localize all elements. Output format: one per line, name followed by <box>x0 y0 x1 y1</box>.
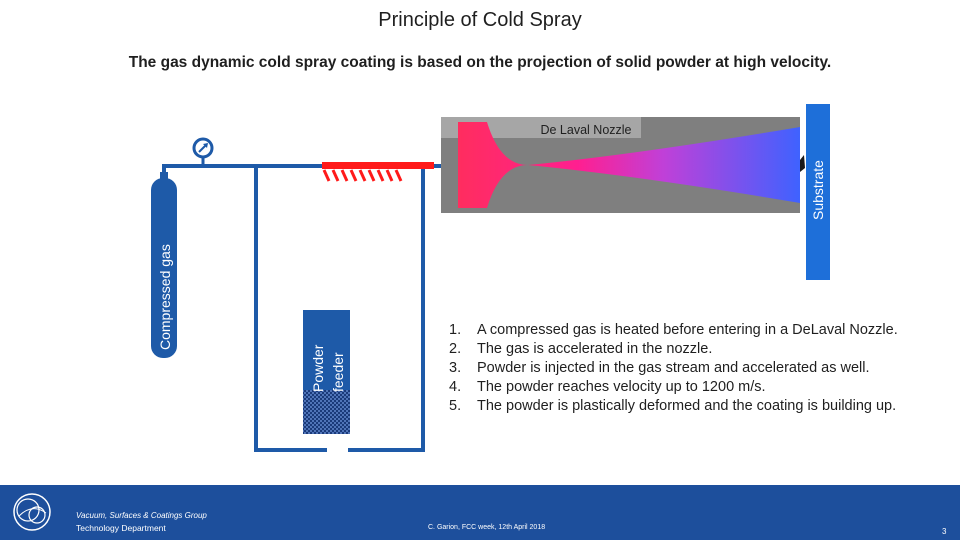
footer-department: Technology Department <box>76 523 166 533</box>
pressure-gauge-icon <box>192 137 214 159</box>
step-item: 1. A compressed gas is heated before ente… <box>449 321 919 340</box>
step-number: 5. <box>449 398 462 414</box>
gas-stream <box>458 122 800 208</box>
gas-pipe <box>162 164 441 452</box>
gas-cylinder <box>151 172 177 358</box>
cold-spray-diagram: De Laval Nozzle Substrate <box>151 104 830 452</box>
coating-deposit <box>800 155 805 172</box>
powder-feeder-label-line1: Powder <box>310 344 326 392</box>
step-text: Powder is injected in the gas stream and… <box>477 360 870 376</box>
nozzle-label: De Laval Nozzle <box>540 123 631 137</box>
substrate <box>806 104 830 280</box>
nozzle-label-band <box>441 117 641 138</box>
page-number: 3 <box>942 527 947 536</box>
heater <box>322 162 434 169</box>
step-number: 1. <box>449 322 462 338</box>
step-number: 2. <box>449 341 462 357</box>
slide-subtitle: The gas dynamic cold spray coating is ba… <box>128 54 832 71</box>
step-item: 4. The powder reaches velocity up to 1200… <box>449 378 919 397</box>
footer-author: C. Garion, FCC week, 12th April 2018 <box>428 524 546 531</box>
step-item: 3. Powder is injected in the gas stream a… <box>449 359 919 378</box>
gas-cylinder-label: Compressed gas <box>157 244 173 350</box>
step-number: 4. <box>449 379 462 395</box>
step-text: The powder reaches velocity up to 1200 m… <box>477 379 766 395</box>
step-text: The gas is accelerated in the nozzle. <box>477 341 713 357</box>
step-text: The powder is plastically deformed and t… <box>477 398 897 414</box>
step-item: 5. The powder is plastically deformed and… <box>449 397 919 416</box>
heater-coil <box>322 169 403 182</box>
powder-reservoir <box>303 390 350 434</box>
step-text: A compressed gas is heated before enteri… <box>477 322 898 338</box>
footer-group: Vacuum, Surfaces & Coatings Group <box>76 511 207 520</box>
step-number: 3. <box>449 360 462 376</box>
slide-title: Principle of Cold Spray <box>378 9 582 31</box>
substrate-label: Substrate <box>810 160 826 220</box>
powder-feeder <box>303 310 350 390</box>
powder-feeder-label-line2: feeder <box>330 352 346 392</box>
footer-bar: Vacuum, Surfaces & Coatings Group Techno… <box>0 485 960 540</box>
cern-logo-icon <box>13 493 51 531</box>
process-steps: 1. A compressed gas is heated before ente… <box>449 321 919 416</box>
step-item: 2. The gas is accelerated in the nozzle. <box>449 340 919 359</box>
